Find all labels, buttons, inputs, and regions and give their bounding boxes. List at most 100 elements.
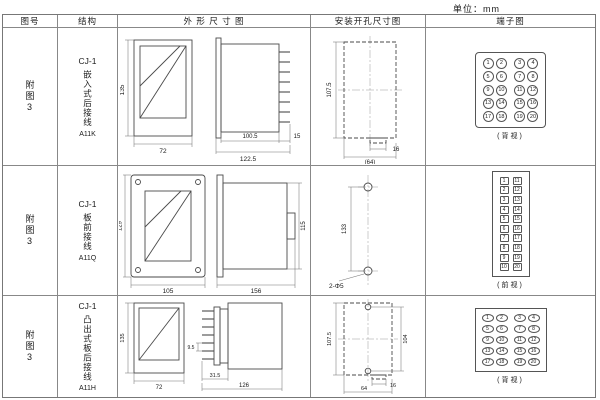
unit-label: 单位：mm bbox=[453, 4, 500, 14]
fig-no-label: 附图3 bbox=[24, 79, 35, 114]
terminal-point: 5 bbox=[482, 71, 494, 83]
terminal-point: 11 bbox=[513, 336, 526, 344]
dimension-lines bbox=[123, 174, 302, 288]
mount-type-label: 嵌入式后接线 bbox=[82, 69, 93, 127]
terminal-point: 2 bbox=[495, 57, 507, 69]
dim-label-height: 135 bbox=[120, 333, 126, 342]
install-cell-row3: 107.5 104 16 64 bbox=[311, 296, 426, 397]
dim-label-pin-pitch: 9.5 bbox=[188, 345, 195, 351]
terminal-point: 13 bbox=[482, 97, 494, 109]
install-drawing-a11q: 133 2-Φ5 bbox=[329, 174, 378, 290]
front-view bbox=[130, 174, 206, 277]
terminal-point: 4 bbox=[499, 205, 509, 214]
terminal-point: 7 bbox=[499, 234, 509, 243]
panel-cutout bbox=[343, 41, 397, 143]
terminal-point: 5 bbox=[499, 215, 509, 224]
dimension-lines bbox=[333, 41, 397, 159]
header-fig-no: 图号 bbox=[3, 15, 58, 28]
terminal-point: 17 bbox=[482, 111, 494, 123]
terminal-point: 20 bbox=[527, 357, 540, 366]
front-view bbox=[133, 302, 185, 374]
terminal-point: 1 bbox=[482, 57, 494, 69]
model-code-label: A11Q bbox=[78, 255, 97, 262]
dimension-table: 图号 结构 外 形 尺 寸 图 安装开孔尺寸图 端子图 附图3 CJ-1 嵌入式… bbox=[2, 14, 596, 398]
dim-label-hole-spacing: 104 bbox=[403, 334, 409, 343]
dim-label-total-depth: 122.5 bbox=[240, 156, 257, 163]
outline-cell-row2: 129 105 156 115 bbox=[118, 166, 311, 296]
terminal-point: 18 bbox=[495, 111, 507, 123]
terminal-point: 8 bbox=[527, 325, 540, 334]
terminal-point: 18 bbox=[495, 357, 508, 366]
dim-label-holes: 2-Φ5 bbox=[329, 283, 344, 290]
terminal-point: 13 bbox=[481, 346, 494, 355]
terminal-point: 19 bbox=[514, 111, 526, 123]
outline-cell-row3: 135 72 9.5 31.5 126 bbox=[118, 296, 311, 397]
side-view bbox=[216, 174, 296, 277]
fig-no-cell-row3: 附图3 bbox=[3, 296, 58, 397]
terminal-point: 9 bbox=[482, 84, 494, 96]
header-structure: 结构 bbox=[58, 15, 118, 28]
mount-type-label: 板前接线 bbox=[82, 213, 93, 251]
model-label: CJ-1 bbox=[78, 300, 97, 311]
dim-label-height: 135 bbox=[120, 84, 126, 95]
terminal-point: 1 bbox=[481, 314, 494, 323]
terminal-point: 4 bbox=[527, 57, 539, 69]
fig-no-cell-row1: 附图3 bbox=[3, 28, 58, 166]
terminal-point: 6 bbox=[499, 224, 509, 233]
install-drawing-a11h: 107.5 104 16 64 bbox=[327, 299, 409, 394]
outline-drawing-a11k: 135 72 100.5 15 122.5 bbox=[120, 37, 301, 163]
fig-no-cell-row2: 附图3 bbox=[3, 166, 58, 296]
terminal-point: 3 bbox=[499, 196, 509, 205]
terminal-point: 13 bbox=[512, 196, 522, 205]
terminal-point: 14 bbox=[495, 97, 507, 109]
terminal-point: 10 bbox=[495, 336, 508, 344]
dim-label-total-depth: 156 bbox=[251, 288, 262, 295]
structure-cell-row3: CJ-1 凸出式板后接线 A11H bbox=[58, 296, 118, 397]
terminal-point: 16 bbox=[527, 346, 540, 355]
dimension-lines bbox=[125, 302, 283, 391]
install-cell-row1: 107.5 16 (64) bbox=[311, 28, 426, 166]
dim-label-stub: 15 bbox=[294, 134, 301, 140]
terminal-point: 8 bbox=[499, 243, 509, 252]
dim-label-body-depth: 100.5 bbox=[242, 134, 258, 140]
outline-drawing-a11h: 135 72 9.5 31.5 126 bbox=[120, 302, 283, 391]
terminal-point: 12 bbox=[527, 84, 539, 96]
structure-cell-row1: CJ-1 嵌入式后接线 A11K bbox=[58, 28, 118, 166]
terminal-caption: (前视) bbox=[497, 281, 524, 289]
terminal-point: 19 bbox=[513, 357, 526, 366]
terminal-point: 8 bbox=[527, 71, 539, 83]
dim-label-cutout-width: (64) bbox=[365, 160, 376, 164]
terminal-point: 17 bbox=[512, 234, 522, 243]
terminal-point: 15 bbox=[512, 215, 522, 224]
dimension-lines bbox=[125, 39, 291, 154]
terminal-point: 10 bbox=[499, 263, 509, 272]
terminal-point: 16 bbox=[512, 224, 522, 233]
terminal-point: 3 bbox=[514, 57, 526, 69]
dim-label-pin-length: 31.5 bbox=[210, 373, 221, 379]
terminal-point: 20 bbox=[527, 111, 539, 123]
dim-label-hole-spacing: 133 bbox=[342, 223, 348, 234]
